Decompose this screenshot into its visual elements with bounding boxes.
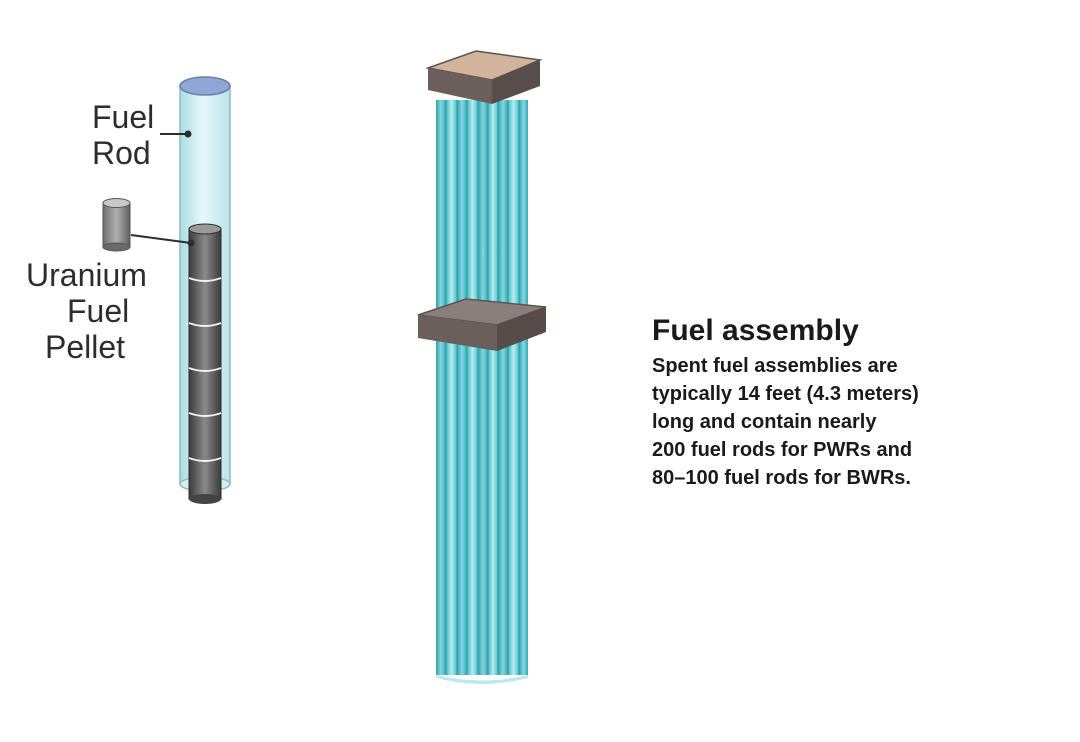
uranium-pellet [102,198,131,252]
label-line: Fuel [67,293,130,329]
assembly-top-nozzle [425,50,543,104]
label-line: Rod [92,135,151,171]
pellet-leader-dot [187,239,195,247]
pellet-stack [188,223,222,504]
caption-line: typically 14 feet (4.3 meters) [652,383,919,405]
fuel-rod-leader-dot [184,130,192,138]
label-line: Uranium [26,257,147,293]
caption-body: Spent fuel assemblies are typically 14 f… [652,352,919,492]
caption-line: 200 fuel rods for PWRs and [652,439,913,461]
pellet-leader [130,234,192,244]
caption-line: long and contain nearly [652,411,877,433]
assembly-rods [436,100,528,684]
caption-line: 80–100 fuel rods for BWRs. [652,467,911,489]
caption-line: Spent fuel assemblies are [652,355,898,377]
fuel-assembly-caption: Fuel assembly Spent fuel assemblies are … [652,312,919,492]
assembly-spacer-grid [417,298,547,351]
caption-title: Fuel assembly [652,314,859,347]
fuel-rod-label: Fuel Rod [92,99,154,171]
fuel-assembly [417,50,547,684]
rod-top-cap [179,76,231,96]
leader-lines [130,133,192,244]
label-line: Pellet [45,329,126,365]
label-line: Fuel [92,99,155,135]
uranium-fuel-pellet-label: Uranium Fuel Pellet [26,257,147,365]
